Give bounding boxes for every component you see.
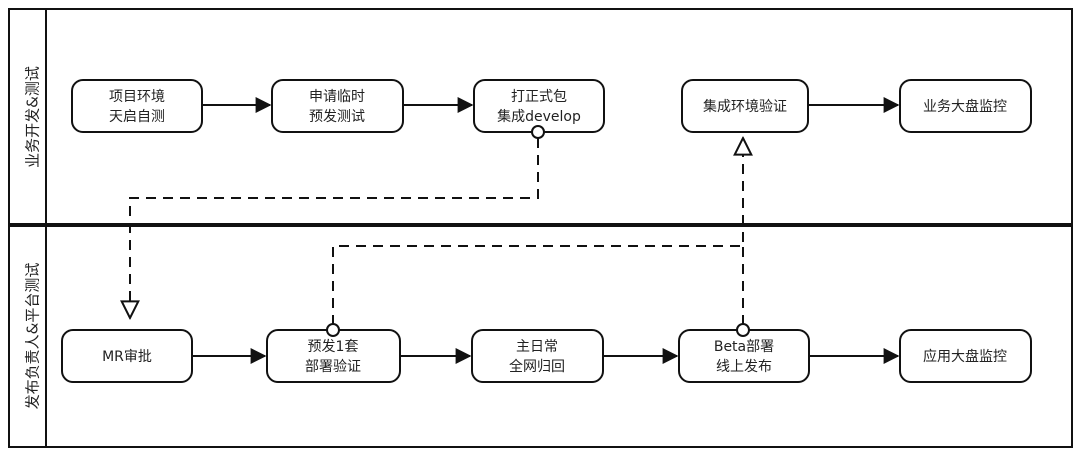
connector-n3-m1 [130, 138, 539, 318]
node-label-line: 部署验证 [305, 359, 361, 375]
node-mr-approval: MR审批 [61, 329, 193, 383]
lane-label-dev: 业务开发&测试 [24, 66, 42, 168]
node-label-line: 项目环境 [109, 89, 165, 105]
connector-m2-n4 [332, 138, 743, 325]
node-label-line: 应用大盘监控 [923, 348, 1007, 365]
node-label-line: 业务大盘监控 [923, 98, 1007, 115]
node-label-line: 集成环境验证 [703, 98, 787, 115]
node-label-line: 全网归回 [509, 358, 565, 375]
node-label-line: 天启自测 [109, 109, 165, 125]
node-label-line: MR审批 [102, 349, 152, 365]
node-formal-package-develop: 打正式包 集成develop [473, 79, 605, 139]
lanes: 业务开发&测试 发布负责人&平台测试 [8, 8, 1073, 448]
node-daily-regression: 主日常 全网归回 [471, 329, 604, 383]
node-label-line: 打正式包 [511, 88, 567, 105]
node-app-dashboard-monitor: 应用大盘监控 [899, 329, 1032, 383]
node-beta-online-release: Beta部署 线上发布 [678, 323, 810, 383]
node-apply-pre-release-test: 申请临时 预发测试 [271, 79, 404, 133]
connector-port [736, 323, 750, 337]
node-integration-env-verify: 集成环境验证 [681, 79, 809, 133]
node-label-line: 预发测试 [309, 109, 365, 125]
node-business-dashboard-monitor: 业务大盘监控 [899, 79, 1032, 133]
lane-label-release: 发布负责人&平台测试 [24, 263, 42, 410]
node-label-line: 预发1套 [308, 339, 359, 355]
node-label-line: 线上发布 [716, 359, 772, 375]
connector-port [326, 323, 340, 337]
node-label-line: 主日常 [516, 339, 558, 355]
node-label-line: Beta部署 [714, 339, 774, 355]
node-pre-release-deploy-verify: 预发1套 部署验证 [266, 323, 401, 383]
node-project-self-test: 项目环境 天启自测 [71, 79, 203, 133]
solid-connectors [192, 97, 900, 364]
connector-port [531, 125, 545, 139]
dashed-connectors [130, 138, 743, 325]
node-label-line: 集成develop [497, 108, 581, 125]
node-label-line: 申请临时 [309, 89, 365, 105]
